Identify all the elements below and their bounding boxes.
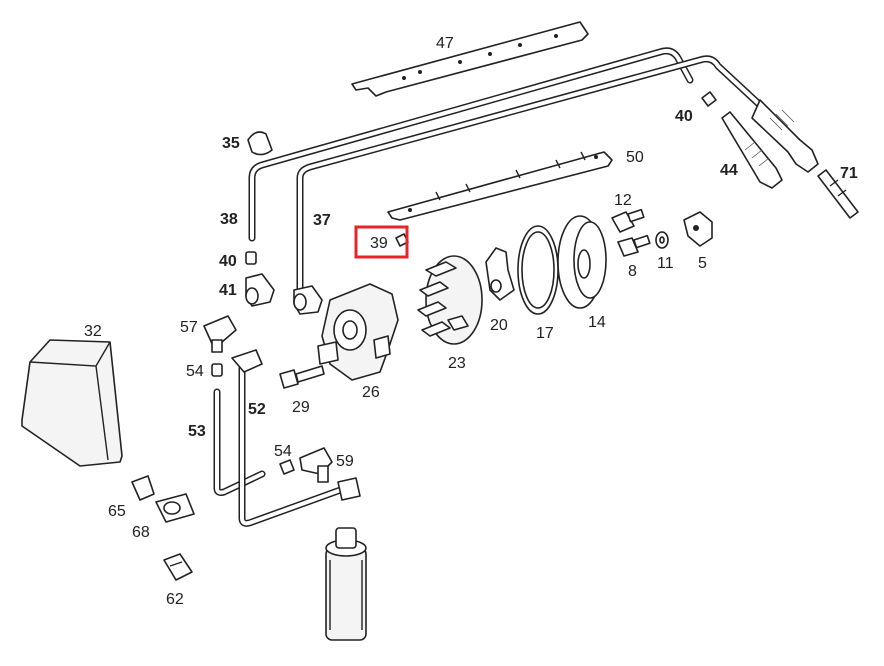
part-5-plate[interactable] bbox=[683, 211, 713, 247]
wire-53[interactable] bbox=[213, 388, 266, 496]
label-40-lower[interactable]: 40 bbox=[219, 253, 237, 270]
label-26[interactable]: 26 bbox=[362, 384, 380, 401]
label-5[interactable]: 5 bbox=[698, 255, 707, 272]
label-20[interactable]: 20 bbox=[490, 317, 508, 334]
label-52[interactable]: 52 bbox=[248, 401, 266, 418]
label-11[interactable]: 11 bbox=[657, 255, 674, 272]
label-65[interactable]: 65 bbox=[108, 503, 126, 520]
part-59-plug-boot[interactable] bbox=[299, 447, 333, 483]
label-57[interactable]: 57 bbox=[180, 319, 198, 336]
part-68-clip[interactable] bbox=[155, 493, 195, 523]
wire-37[interactable] bbox=[296, 55, 764, 294]
label-8[interactable]: 8 bbox=[628, 263, 637, 280]
label-62[interactable]: 62 bbox=[166, 591, 184, 608]
label-23[interactable]: 23 bbox=[448, 355, 466, 372]
part-14-pulley[interactable] bbox=[557, 215, 607, 309]
label-14[interactable]: 14 bbox=[588, 314, 606, 331]
label-44[interactable]: 44 bbox=[720, 162, 738, 179]
label-32[interactable]: 32 bbox=[84, 323, 102, 340]
label-12[interactable]: 12 bbox=[614, 192, 632, 209]
part-26-distributor-housing[interactable] bbox=[317, 283, 399, 381]
part-20-rotor[interactable] bbox=[485, 247, 515, 301]
label-54-left[interactable]: 54 bbox=[186, 363, 204, 380]
label-50[interactable]: 50 bbox=[626, 149, 644, 166]
part-50-bracket[interactable] bbox=[387, 151, 613, 221]
part-44-spark-plug-connector[interactable] bbox=[721, 111, 783, 189]
part-47-bracket[interactable] bbox=[351, 21, 589, 97]
label-53[interactable]: 53 bbox=[188, 423, 206, 440]
ignition-coil[interactable] bbox=[325, 477, 367, 641]
part-37-plug-boot[interactable] bbox=[293, 285, 323, 315]
part-32-cover[interactable] bbox=[21, 339, 123, 467]
part-54-nut-center[interactable] bbox=[279, 459, 295, 475]
label-41[interactable]: 41 bbox=[219, 282, 237, 299]
wire-52[interactable] bbox=[231, 349, 350, 527]
label-71[interactable]: 71 bbox=[840, 165, 858, 182]
label-37[interactable]: 37 bbox=[313, 212, 331, 229]
part-11-washer[interactable] bbox=[655, 231, 669, 249]
label-17[interactable]: 17 bbox=[536, 325, 554, 342]
part-17-gasket[interactable] bbox=[517, 225, 559, 315]
label-47[interactable]: 47 bbox=[436, 35, 454, 52]
part-65-clip[interactable] bbox=[131, 475, 155, 501]
part-57-plug-boot[interactable] bbox=[203, 315, 237, 353]
part-71-plug-connector[interactable] bbox=[751, 99, 819, 173]
part-29-bolt[interactable] bbox=[279, 365, 325, 389]
label-39[interactable]: 39 bbox=[370, 235, 388, 252]
part-40-nut-lower[interactable] bbox=[245, 251, 257, 265]
part-71-spark-plug[interactable] bbox=[817, 169, 859, 219]
highlight-box bbox=[354, 225, 409, 259]
label-40-upper[interactable]: 40 bbox=[675, 108, 693, 125]
label-68[interactable]: 68 bbox=[132, 524, 150, 541]
label-59[interactable]: 59 bbox=[336, 453, 354, 470]
part-62-clip[interactable] bbox=[163, 553, 193, 581]
wire-38[interactable] bbox=[248, 47, 694, 242]
part-23-distributor-cap[interactable] bbox=[417, 255, 483, 345]
part-41-plug-boot[interactable] bbox=[245, 273, 275, 307]
label-54-center[interactable]: 54 bbox=[274, 443, 292, 460]
label-35[interactable]: 35 bbox=[222, 135, 240, 152]
part-54-nut-left[interactable] bbox=[211, 363, 223, 377]
part-8-bolt[interactable] bbox=[617, 234, 651, 257]
part-12-bolt[interactable] bbox=[611, 208, 645, 233]
part-40-nut-upper[interactable] bbox=[701, 91, 717, 107]
part-35-clip[interactable] bbox=[247, 131, 273, 156]
label-38[interactable]: 38 bbox=[220, 211, 238, 228]
label-29[interactable]: 29 bbox=[292, 399, 310, 416]
